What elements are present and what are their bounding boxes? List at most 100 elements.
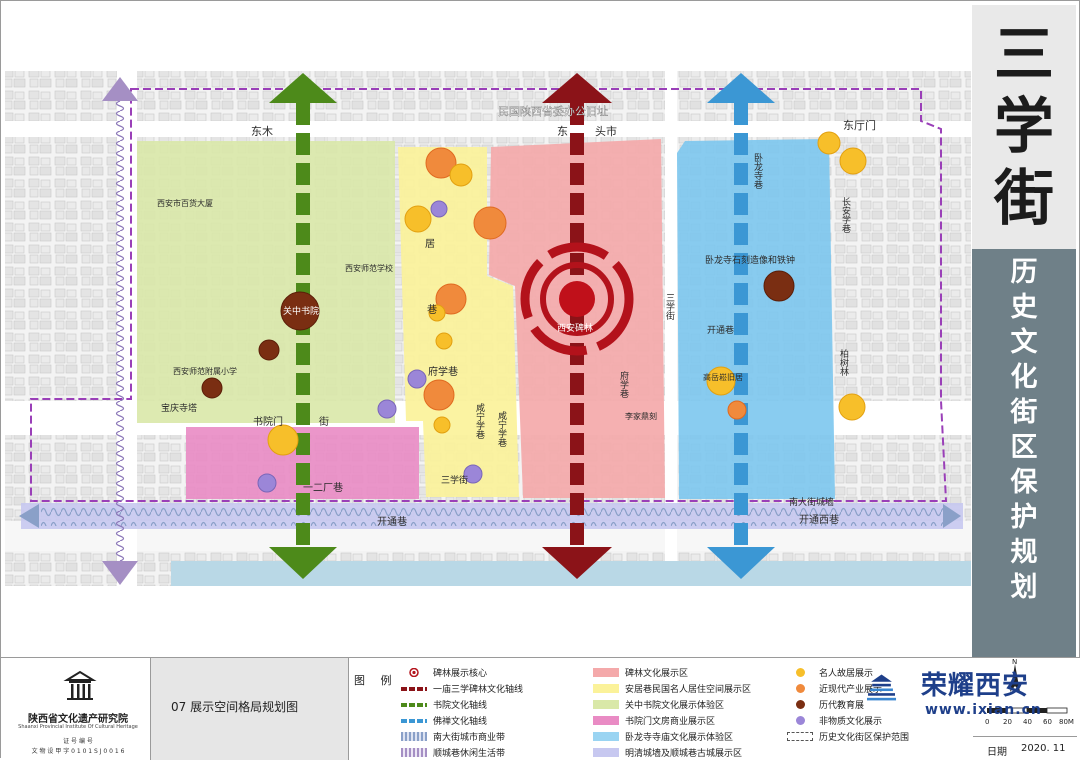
legend-swatch bbox=[593, 700, 619, 709]
legend-title: 图 例 bbox=[354, 674, 398, 687]
legend-dot bbox=[796, 684, 805, 693]
scale-bar: N 0 20 40 60 80M bbox=[985, 658, 1074, 726]
legend-label: 卧龙寺寺庙文化展示体验区 bbox=[625, 733, 734, 743]
title-panel: 三 学 街 历史文化街区保护规划 bbox=[972, 5, 1076, 657]
core-symbol-icon bbox=[409, 668, 419, 677]
watermark-logo-icon bbox=[867, 674, 897, 701]
legend-swatch bbox=[401, 719, 427, 723]
beilin-core-outer bbox=[520, 242, 634, 356]
org-block: 陕西省文化遗产研究院 Shaanxi Provincial Institute … bbox=[5, 658, 151, 760]
legend-label: 名人故居展示 bbox=[819, 669, 874, 679]
poi-beilin: 西安碑林 bbox=[557, 322, 593, 334]
poi-shifan: 西安师范学校 bbox=[345, 263, 393, 273]
scale-tick: 20 bbox=[1003, 718, 1012, 726]
north-arrow-icon bbox=[1010, 664, 1020, 692]
label-changan: 咸宁学巷 bbox=[474, 402, 485, 439]
label-dong: 东 bbox=[557, 125, 568, 138]
drawing-title: 07 展示空间格局规划图 bbox=[171, 700, 299, 714]
legend-label: 安居巷民国名人居住空间展示区 bbox=[625, 685, 752, 695]
poi-tongxi: 李家鼎刻 bbox=[625, 411, 657, 421]
legend-swatch bbox=[401, 703, 427, 707]
label-wolongsi: 卧龙寺石刻造像和铁钟 bbox=[705, 254, 795, 266]
legend-swatch bbox=[401, 687, 427, 691]
label-an: 居 bbox=[425, 238, 435, 250]
zone-guanzhong bbox=[137, 141, 395, 423]
label-wolong: 卧龙寺巷 bbox=[752, 152, 763, 189]
label-ju: 巷 bbox=[427, 304, 437, 316]
label-dongmu: 东木 bbox=[251, 125, 273, 138]
legend-label: 碑林文化展示区 bbox=[625, 669, 689, 679]
wave-south bbox=[41, 506, 946, 526]
beilin-axis-bottom bbox=[542, 547, 612, 579]
legend-label: 书院文化轴线 bbox=[433, 701, 488, 711]
scale-tick: 40 bbox=[1023, 718, 1032, 726]
legend-label: 历史文化街区保护范围 bbox=[819, 733, 910, 743]
beilin-core bbox=[559, 281, 595, 317]
title-char-1: 三 bbox=[994, 20, 1054, 90]
cert-label: 证 号 编 号 bbox=[63, 738, 93, 745]
label-xiamaling: 南大街城墙 bbox=[789, 496, 834, 508]
drawing-title-box: 07 展示空间格局规划图 bbox=[151, 658, 349, 760]
title-block-2 bbox=[972, 109, 1076, 249]
label-kaitong2: 柏树林 bbox=[838, 348, 849, 377]
org-english-name: Shaanxi Provincial Institute Of Cultural… bbox=[18, 724, 138, 730]
subtitle: 历史文化街区保护规划 bbox=[1010, 257, 1038, 603]
title-char-2: 学 bbox=[994, 92, 1054, 162]
shuyuan-axis-top bbox=[269, 73, 337, 103]
beilin-core-mid bbox=[540, 262, 614, 336]
date-label: 日期 bbox=[987, 747, 1007, 758]
label-kaitongxi: 开通巷 bbox=[707, 325, 734, 336]
legend-label: 明清城墙及顺城巷古城展示区 bbox=[625, 749, 743, 759]
org-name: 陕西省文化遗产研究院 bbox=[28, 714, 128, 725]
zone-anju bbox=[398, 147, 519, 497]
legend-label: 佛禅文化轴线 bbox=[433, 717, 488, 727]
legend-swatch bbox=[593, 732, 619, 741]
protection-boundary bbox=[30, 88, 948, 502]
legend-swatch bbox=[593, 668, 619, 677]
legend-swatch bbox=[401, 732, 427, 741]
legend-swatch bbox=[593, 684, 619, 693]
date-box: 日期 2020. 11 bbox=[973, 736, 1077, 760]
legend-swatch bbox=[787, 732, 813, 741]
label-nanchengqiang2: 开通西巷 bbox=[799, 514, 839, 526]
legend-label: 碑林展示核心 bbox=[433, 669, 488, 679]
legend-swatch bbox=[593, 748, 619, 757]
legend-dot bbox=[796, 700, 805, 709]
watermark-url: www.ixian.cn bbox=[925, 702, 1042, 718]
label-toushi: 头市 bbox=[595, 124, 617, 138]
nandajie-arrow-right bbox=[943, 504, 961, 528]
legend-label: 一庙三学碑林文化轴线 bbox=[433, 685, 524, 695]
legend-dot bbox=[796, 716, 805, 725]
beilin-axis-top bbox=[542, 73, 612, 103]
scale-tick: 80M bbox=[1059, 718, 1074, 726]
legend-label: 非物质文化展示 bbox=[819, 717, 883, 727]
label-nanchengqiang: 开通巷 bbox=[377, 516, 407, 528]
zone-wolong bbox=[677, 139, 835, 499]
label-fumen: 咸宁学巷 bbox=[496, 410, 507, 447]
legend-label: 关中书院文化展示体验区 bbox=[625, 701, 725, 711]
map-canvas: 东木 东 头市 东厅门 民国陕西省委办公旧址 书院门 街 开通巷 开通西巷 南大… bbox=[5, 71, 971, 586]
label-minguo: 民国陕西省委办公旧址 bbox=[498, 104, 608, 118]
poi-fushu: 西安师范附属小学 bbox=[173, 366, 237, 376]
shuncheng-arrow-top bbox=[102, 77, 138, 101]
poi-guanzhong: 关中书院 bbox=[283, 305, 319, 317]
label-xiang: 府学巷 bbox=[428, 365, 458, 378]
legend-label: 书院门文房商业展示区 bbox=[625, 717, 716, 727]
north-label: N bbox=[1012, 658, 1017, 666]
legend-label: 南大街城市商业带 bbox=[433, 733, 506, 743]
label-jie: 街 bbox=[319, 415, 329, 428]
label-weixue: 府学巷 bbox=[618, 370, 629, 398]
cert-number: 文 物 设 甲 字 0 1 0 1 S J 0 0 1 6 bbox=[31, 748, 125, 755]
scale-tick: 0 bbox=[985, 718, 989, 726]
label-shuyuan: 书院门 bbox=[253, 415, 283, 428]
legend-swatch bbox=[593, 716, 619, 725]
label-changxiang: 一二厂巷 bbox=[303, 482, 343, 494]
label-sanxuejie: 三学街 bbox=[441, 474, 468, 486]
poi-baihuo: 西安市百货大厦 bbox=[157, 198, 213, 208]
poi-baoqing: 宝庆寺塔 bbox=[161, 402, 197, 414]
nandajie-arrow-left bbox=[19, 504, 39, 528]
label-kaitong: 长安学巷 bbox=[840, 196, 851, 233]
legend-dot bbox=[796, 668, 805, 677]
legend-swatch bbox=[401, 748, 427, 757]
